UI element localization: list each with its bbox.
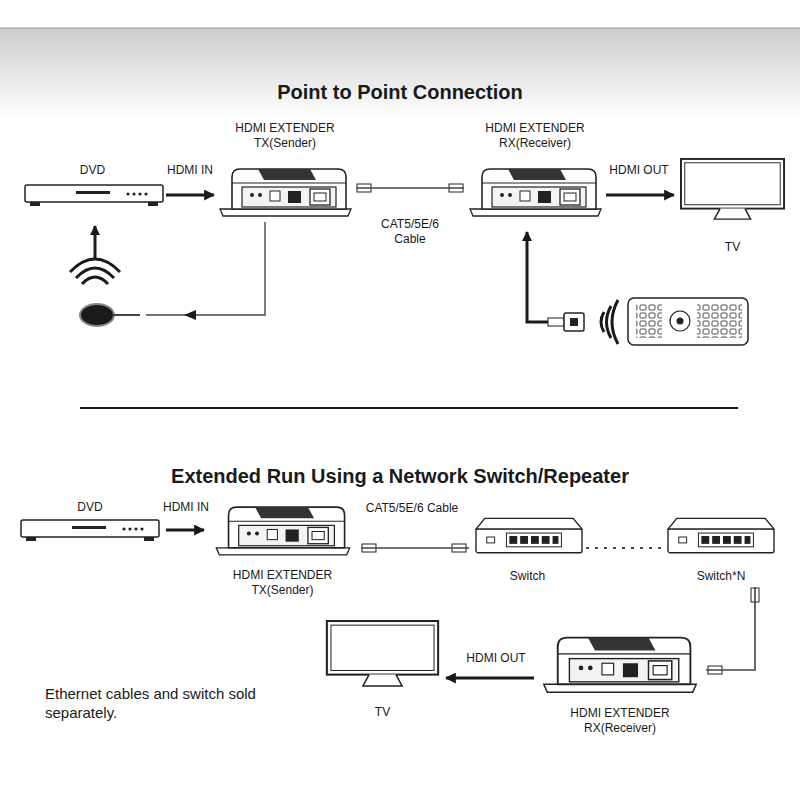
signal-arrow — [606, 194, 674, 197]
device-node: Switch — [470, 515, 585, 586]
device-label: TV — [683, 240, 783, 255]
device-node: TV — [320, 615, 445, 725]
device-label: HDMI EXTENDER TX(Sender) — [229, 121, 341, 151]
device-label: HDMI EXTENDER RX(Receiver) — [560, 706, 680, 736]
device-node: HDMI EXTENDER TX(Sender) — [215, 118, 355, 222]
signal-arrow — [446, 677, 534, 680]
device-label: DVD — [43, 163, 143, 178]
device-label: Switch — [478, 569, 578, 584]
edge-label: HDMI IN — [165, 163, 215, 178]
diagram-title: Point to Point Connection — [0, 80, 800, 104]
device-label: Switch*N — [671, 569, 771, 584]
signal-arrow — [166, 529, 204, 532]
device-node: HDMI EXTENDER RX(Receiver) — [465, 118, 605, 222]
device-node: HDMI EXTENDER TX(Sender) — [205, 500, 360, 605]
cable-line — [586, 547, 661, 549]
cable-line — [706, 587, 755, 670]
device-node: HDMI EXTENDER RX(Receiver) — [535, 630, 705, 742]
edge-label: CAT5/5E/6 Cable — [364, 501, 461, 516]
cable-line — [356, 187, 464, 189]
note-text: Ethernet cables and switch sold separate… — [45, 684, 260, 722]
edge-label: HDMI OUT — [607, 163, 670, 178]
cable-line — [361, 547, 469, 549]
device-label: HDMI EXTENDER TX(Sender) — [227, 568, 339, 598]
device-node: DVD — [20, 160, 165, 210]
device-node: DVD — [15, 498, 165, 545]
device-label: TV — [333, 705, 433, 720]
signal-arrow — [166, 194, 214, 197]
device-node: TV — [675, 155, 790, 257]
device-label: DVD — [40, 500, 140, 515]
device-label: HDMI EXTENDER RX(Receiver) — [479, 121, 591, 151]
edge-label: CAT5/5E/6 Cable — [372, 217, 448, 247]
section-title: Extended Run Using a Network Switch/Repe… — [0, 464, 800, 488]
edge-label: HDMI IN — [161, 500, 211, 515]
device-node: Switch*N — [662, 515, 780, 586]
edge-label: HDMI OUT — [464, 651, 527, 666]
